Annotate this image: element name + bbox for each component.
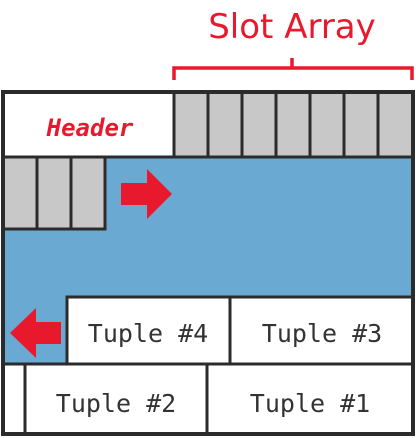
slot [69, 155, 107, 231]
slot [240, 90, 278, 159]
slot [35, 155, 73, 231]
tuple-1-label: Tuple #1 [250, 389, 370, 418]
slot-array-row-2 [1, 155, 107, 231]
slot-array-bracket [172, 58, 414, 80]
header-block [3, 92, 174, 157]
arrow-left-icon [10, 308, 61, 358]
slot [342, 90, 380, 159]
slot-array-title: Slot Array [208, 7, 376, 47]
tuple-4-label: Tuple #4 [88, 319, 208, 348]
slot [1, 155, 39, 231]
page-border [1, 90, 415, 436]
arrow-right-icon [121, 169, 172, 219]
slot [274, 90, 312, 159]
slot [376, 90, 415, 159]
slot [308, 90, 346, 159]
slot-array-row-1 [172, 90, 415, 159]
slot [172, 90, 210, 159]
tuple-2-label: Tuple #2 [56, 389, 176, 418]
header-label: Header [46, 114, 134, 142]
tuple-3-block [228, 295, 415, 366]
tuple-fragment-block [1, 362, 27, 436]
slot [206, 90, 244, 159]
tuple-3-label: Tuple #3 [262, 319, 382, 348]
